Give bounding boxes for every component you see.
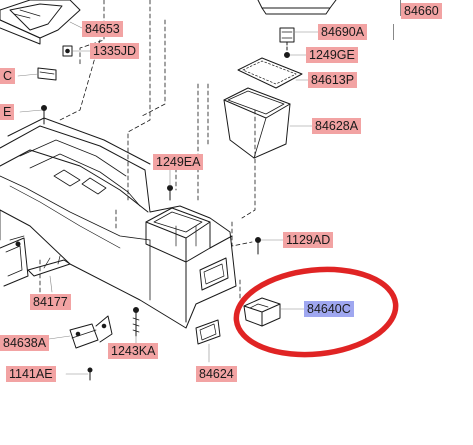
mat-84613p [237,57,303,89]
screw-1249ge [284,52,290,58]
label-1141ae[interactable]: 1141AE [6,366,56,382]
bracket-84638a [69,315,113,349]
hinge-bracket-part [279,27,295,53]
clip-1335jd [62,45,73,57]
armrest-lid-part [0,0,81,45]
label-separator [393,24,394,40]
label-84628a[interactable]: 84628A [312,118,362,134]
cover-84640c [243,297,305,327]
label-1249ge[interactable]: 1249GE [306,47,358,63]
label-84624[interactable]: 84624 [196,366,237,382]
screw-1129ad [255,237,284,255]
assembly-dashed-lines [39,0,256,301]
label-e[interactable]: E [0,104,15,120]
label-1243ka[interactable]: 1243KA [108,343,159,359]
screw-1249ea [167,185,173,201]
label-c[interactable]: C [0,68,16,84]
label-1249ea[interactable]: 1249EA [153,154,204,170]
highlight-circle [233,266,399,358]
label-84177[interactable]: 84177 [30,294,71,310]
screw-e [41,105,47,125]
label-84640c[interactable]: 84640C [304,301,354,317]
strip-84177 [27,255,71,277]
label-84638a[interactable]: 84638A [0,335,50,351]
storage-box-84628a [223,87,291,159]
top-tray-part [257,0,337,15]
center-console-body [0,117,237,329]
bracket-84624 [195,319,221,363]
label-1335jd[interactable]: 1335JD [90,43,140,59]
bracket-c [37,67,57,81]
left-bracket-part [0,235,29,287]
screw-1243ka [132,307,140,337]
label-separator [400,0,401,16]
screw-1141ae [87,367,93,381]
label-84653[interactable]: 84653 [82,21,123,37]
label-84690a[interactable]: 84690A [318,24,368,40]
label-1129ad[interactable]: 1129AD [283,232,334,248]
label-84660[interactable]: 84660 [401,3,442,19]
label-84613p[interactable]: 84613P [308,72,358,88]
